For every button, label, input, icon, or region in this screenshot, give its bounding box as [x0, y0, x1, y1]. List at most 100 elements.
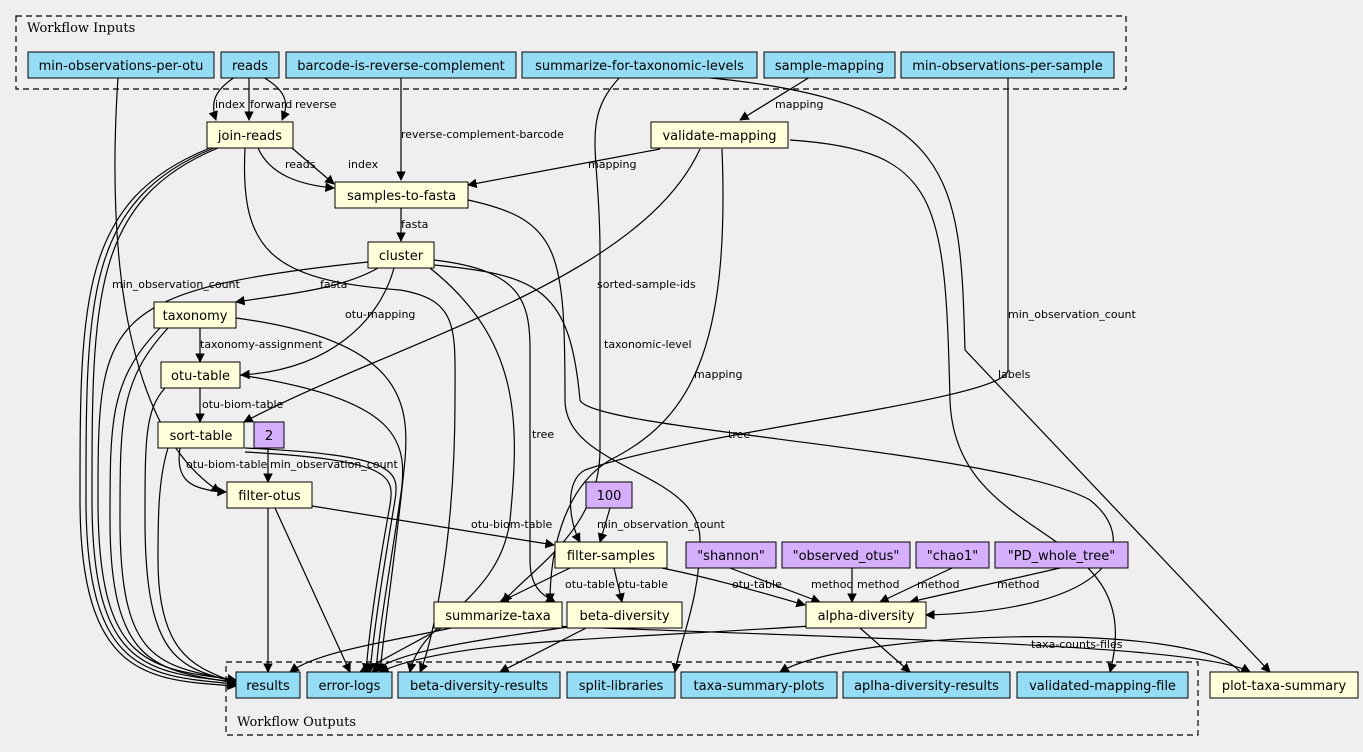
edge-taxonomy-results-1 — [109, 327, 237, 687]
edge-beta-betaresults — [499, 625, 591, 673]
edge-minotu-filter — [114, 76, 221, 493]
edge-label-method-4: method — [997, 578, 1039, 591]
edge-label-mapping-3: mapping — [694, 368, 742, 381]
node-label: taxonomy — [163, 309, 228, 324]
node-box — [1016, 671, 1189, 699]
node-box — [650, 121, 789, 149]
edge-label-index: index — [215, 98, 246, 111]
edge-label-fasta-2: fasta — [320, 278, 347, 291]
node-box — [157, 421, 245, 449]
edge-sort-errors-1 — [244, 447, 397, 673]
edge-alpha-errors — [379, 625, 811, 673]
edge-pd-alpha — [909, 567, 1061, 605]
node-const-100: 100 — [585, 481, 633, 509]
node-label: beta-diversity-results — [410, 679, 548, 694]
edges — [79, 76, 1271, 691]
edge-chao1-alpha — [879, 567, 953, 603]
node-label: "chao1" — [927, 549, 979, 564]
node-taxonomy: taxonomy — [153, 301, 237, 329]
node-box — [153, 301, 237, 329]
edge-reads-join-index — [208, 76, 236, 121]
node-beta-diversity: beta-diversity — [566, 601, 683, 629]
edge-label-taxa-counts-files: taxa-counts-files — [1031, 638, 1123, 651]
edge-join-results-3 — [91, 147, 237, 686]
node-box — [1209, 671, 1359, 699]
node-out-validated: validated-mapping-file — [1016, 671, 1189, 699]
edge-reads-join-reverse — [262, 76, 290, 121]
node-label: min-observations-per-otu — [39, 59, 204, 74]
node-box — [220, 51, 280, 79]
edge-label-reverse: reverse — [295, 98, 337, 111]
node-cluster: cluster — [367, 241, 435, 269]
node-label: validated-mapping-file — [1029, 679, 1176, 694]
node-box — [433, 601, 563, 629]
node-label: barcode-is-reverse-complement — [297, 59, 505, 74]
node-label: samples-to-fasta — [347, 189, 456, 204]
node-out-taxa-plots: taxa-summary-plots — [680, 671, 838, 699]
edge-validate-samples — [467, 148, 661, 189]
node-label: beta-diversity — [579, 609, 669, 624]
node-in-barcode: barcode-is-reverse-complement — [285, 51, 517, 79]
node-label: taxa-summary-plots — [694, 679, 825, 694]
edge-cluster-otu — [240, 267, 395, 380]
node-box — [306, 671, 393, 699]
edge-label-tree: tree — [532, 428, 554, 441]
edge-samples-split — [467, 199, 701, 673]
node-plot-taxa-summary: plot-taxa-summary — [1209, 671, 1359, 699]
edge-join-results-2 — [85, 147, 237, 688]
edge-label-min-observation-count-4: min_observation_count — [597, 518, 726, 531]
node-box — [27, 51, 215, 79]
node-box — [994, 541, 1129, 569]
edge-label-otu-mapping: otu-mapping — [345, 308, 415, 321]
edge-fs-beta — [613, 567, 625, 603]
node-label: split-libraries — [579, 679, 664, 694]
node-box — [763, 51, 896, 79]
node-box — [685, 541, 777, 569]
node-out-error-logs: error-logs — [306, 671, 393, 699]
node-label: "shannon" — [697, 549, 765, 564]
node-label: error-logs — [319, 679, 381, 694]
edge-filterotus-errors — [274, 507, 351, 673]
edge-plot-taxaplots — [779, 636, 1241, 673]
node-join-reads: join-reads — [206, 121, 294, 149]
node-in-min-obs-sample: min-observations-per-sample — [900, 51, 1115, 79]
edge-cluster-results — [97, 261, 369, 684]
edge-sort-filter — [178, 447, 227, 497]
edge-label-method-2: method — [857, 578, 899, 591]
edge-label-taxonomy-assignment: taxonomy-assignment — [200, 338, 323, 351]
node-box — [915, 541, 990, 569]
edge-label-min-observation-count-2: min_observation_count — [1008, 308, 1137, 321]
node-box — [805, 601, 927, 629]
node-box — [781, 541, 911, 569]
node-box — [397, 671, 561, 699]
edge-labels: index forward reverse mapping reverse-co… — [112, 98, 1137, 651]
node-in-reads: reads — [220, 51, 280, 79]
edge-label-mapping-2: mapping — [588, 158, 636, 171]
node-box — [160, 361, 241, 389]
node-box — [226, 481, 313, 509]
edge-label-mapping: mapping — [775, 98, 823, 111]
edge-label-sorted-sample-ids: sorted-sample-ids — [597, 278, 696, 291]
edge-label-min-observation-count-3: min_observation_count — [270, 458, 399, 471]
node-in-min-obs-otu: min-observations-per-otu — [27, 51, 215, 79]
node-alpha-diversity: alpha-diversity — [805, 601, 927, 629]
edge-join-errors — [243, 147, 456, 673]
node-samples-to-fasta: samples-to-fasta — [334, 181, 469, 209]
node-label: sort-table — [170, 429, 233, 444]
edge-label-min-observation-count: min_observation_count — [112, 278, 241, 291]
inputs-cluster-label: Workflow Inputs — [27, 21, 135, 36]
node-label: "PD_whole_tree" — [1008, 549, 1115, 564]
node-in-sample-mapping: sample-mapping — [763, 51, 896, 79]
node-label: alpha-diversity — [818, 609, 915, 624]
edge-label-reverse-complement-barcode: reverse-complement-barcode — [401, 128, 564, 141]
edge-label-taxonomic-level: taxonomic-level — [604, 338, 692, 351]
node-label: 2 — [265, 429, 273, 444]
edge-label-method-1: method — [811, 578, 853, 591]
edge-summarize-plot — [551, 625, 1251, 673]
node-const-pd: "PD_whole_tree" — [994, 541, 1129, 569]
edge-join-samples-index — [291, 147, 335, 185]
node-const-chao1: "chao1" — [915, 541, 990, 569]
edge-alpha-alpharesults — [859, 627, 911, 673]
node-out-split: split-libraries — [566, 671, 676, 699]
node-in-summarize-levels: summarize-for-taxonomic-levels — [521, 51, 758, 79]
